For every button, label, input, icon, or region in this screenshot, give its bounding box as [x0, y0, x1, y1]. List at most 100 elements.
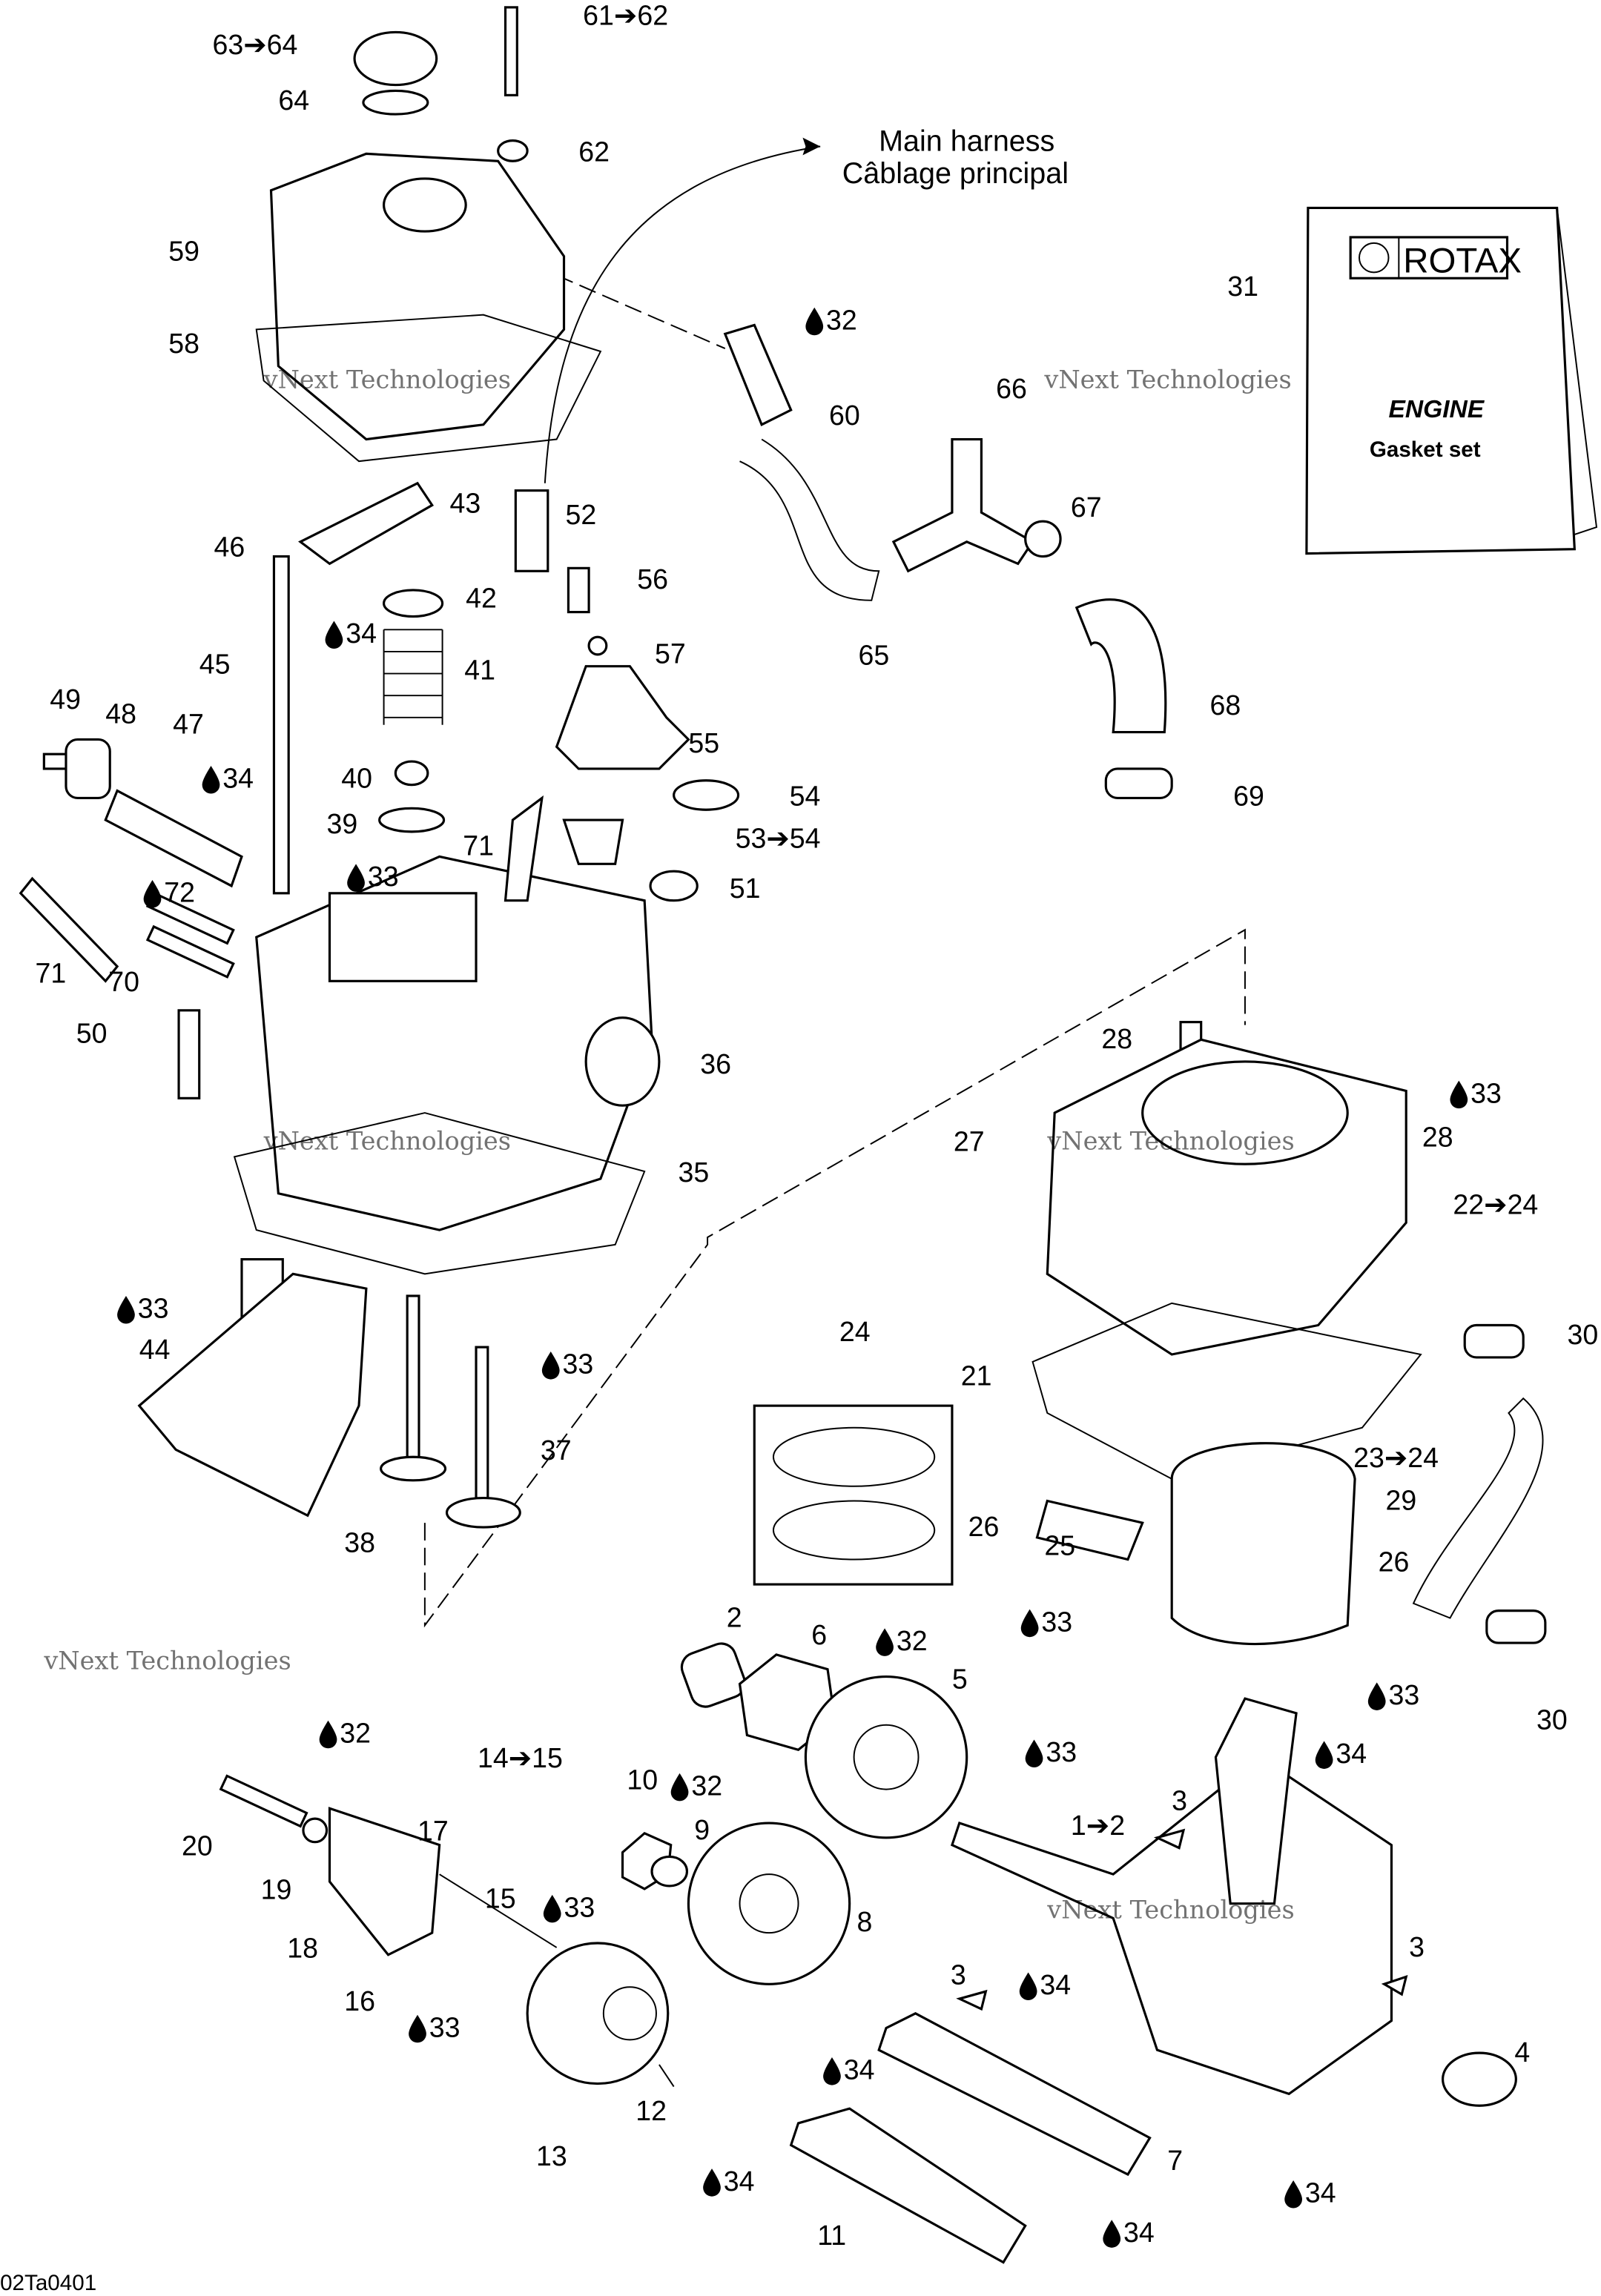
callout-12: 12 — [636, 2095, 667, 2126]
callout-number: 53➔54 — [736, 823, 821, 854]
bolt — [567, 566, 590, 614]
callout-67: 67 — [1071, 492, 1102, 523]
thermostat — [562, 818, 624, 865]
callout-number: 23➔24 — [1353, 1442, 1439, 1473]
callout-26: 26 — [1379, 1546, 1410, 1577]
callout-number: 32 — [897, 1625, 928, 1656]
callout-71: 71 — [463, 830, 494, 861]
callout-number: 39 — [327, 808, 358, 839]
callout-number: 66 — [996, 373, 1027, 404]
oil-drop-icon — [543, 1894, 561, 1923]
callout-number: 33 — [429, 2011, 461, 2042]
harness-arrow — [544, 145, 821, 483]
callout-number: 1➔2 — [1071, 1810, 1125, 1841]
bolt — [177, 1009, 201, 1099]
callout-number: 10 — [627, 1764, 658, 1796]
callout-4: 4 — [1514, 2037, 1530, 2068]
bolt — [504, 6, 518, 96]
valve-head — [380, 1455, 447, 1482]
callout-number: 33 — [1389, 1679, 1420, 1710]
callout-number: 34 — [222, 763, 254, 794]
callout-48: 48 — [105, 698, 136, 730]
harness-label-en: Main harness — [879, 125, 1054, 157]
callout-31: 31 — [1227, 271, 1258, 302]
callout-11: 11 — [817, 2220, 846, 2251]
spring-seat — [378, 807, 446, 833]
callout-number: 58 — [168, 328, 199, 359]
callout-29: 29 — [1386, 1484, 1417, 1515]
callout-number: 7 — [1167, 2145, 1183, 2176]
oil-drop-icon — [823, 2057, 841, 2085]
callout-33: 33 — [1025, 1736, 1077, 1767]
oil-drop-icon — [1315, 1741, 1333, 1769]
callout-59: 59 — [168, 236, 199, 267]
callout-6: 6 — [811, 1619, 827, 1650]
callout-number: 20 — [182, 1830, 213, 1861]
oil-drop-icon — [347, 864, 365, 892]
key — [1153, 1828, 1186, 1850]
callout-number: 32 — [340, 1717, 371, 1748]
svg-text:vNext Technologies: vNext Technologies — [1046, 1126, 1294, 1155]
callout-number: 71 — [35, 957, 66, 988]
intake-port — [584, 1016, 661, 1107]
callout-number: 67 — [1071, 492, 1102, 523]
callout-7: 7 — [1167, 2145, 1183, 2176]
callout-64: 64 — [278, 85, 309, 116]
callout-21: 21 — [961, 1360, 992, 1391]
callout-number: 26 — [968, 1511, 1000, 1542]
callout-number: 56 — [637, 563, 668, 595]
callout-number: 21 — [961, 1360, 992, 1391]
callout-number: 62 — [578, 136, 610, 167]
oil-drop-icon — [541, 1352, 560, 1380]
hose-clamp — [1104, 767, 1173, 800]
callout-number: 47 — [173, 709, 204, 740]
callout-47: 47 — [173, 709, 204, 740]
oil-drop-icon — [670, 1773, 689, 1802]
coolant-hose — [1412, 1397, 1544, 1619]
y-fitting — [891, 437, 1034, 573]
callout-number: 35 — [679, 1157, 710, 1188]
connecting-rod — [1214, 1697, 1298, 1905]
callout-32: 32 — [805, 304, 857, 335]
callout-72: 72 — [143, 877, 195, 908]
callout-number: 16 — [344, 1985, 375, 2017]
callout-number: 72 — [164, 877, 195, 908]
callout-33: 33 — [543, 1891, 595, 1923]
callout-34: 34 — [1019, 1969, 1071, 2000]
oil-drop-icon — [319, 1720, 337, 1749]
washer — [587, 635, 608, 656]
callout-number: 52 — [565, 499, 596, 530]
callout-25: 25 — [1044, 1530, 1075, 1561]
callout-60: 60 — [829, 400, 860, 431]
callout-number: 38 — [344, 1527, 375, 1558]
callout-8: 8 — [857, 1906, 873, 1937]
watermark: vNext Technologies vNext Technologies vN… — [43, 365, 1294, 1924]
piston-ring — [772, 1426, 936, 1487]
cylinder-bore — [1141, 1060, 1349, 1165]
callout-33: 33 — [409, 2011, 461, 2042]
callout-39: 39 — [327, 808, 358, 839]
callout-number: 32 — [691, 1770, 722, 1802]
chain-housing — [137, 1272, 368, 1518]
oil-drop-icon — [202, 765, 220, 794]
gear — [526, 1942, 670, 2085]
callout-65: 65 — [859, 640, 890, 671]
callout-number: 64 — [278, 85, 309, 116]
valve-spring — [383, 629, 443, 725]
callout-number: 3 — [1409, 1931, 1425, 1962]
callout-55: 55 — [688, 727, 719, 758]
callout-51: 51 — [730, 873, 761, 904]
oil-drop-icon — [1025, 1739, 1043, 1767]
callout-69: 69 — [1233, 780, 1264, 811]
callout-15: 15 — [485, 1883, 516, 1914]
callout-number: 49 — [50, 684, 81, 715]
o-ring — [362, 89, 429, 116]
callout-3: 3 — [1172, 1784, 1187, 1816]
callout-46: 46 — [214, 532, 245, 563]
key — [956, 1989, 988, 2011]
callout-23-24: 23➔24 — [1353, 1442, 1439, 1473]
callout-number: 5 — [952, 1663, 968, 1694]
callout-49: 49 — [50, 684, 81, 715]
